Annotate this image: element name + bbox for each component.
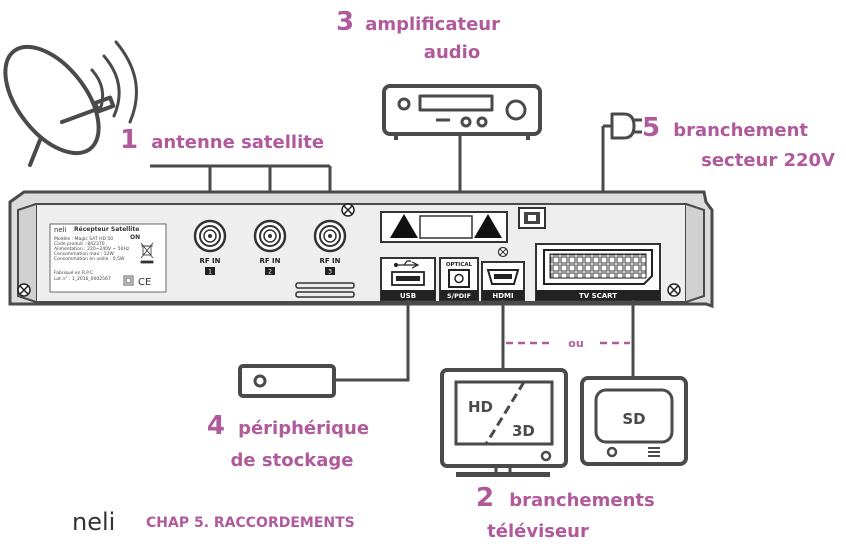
tv-sd-label: SD: [622, 410, 645, 428]
sd-television-icon: SD: [580, 376, 688, 466]
callout-storage: 4 périphérique: [207, 411, 369, 441]
tv-3d-label: 3D: [512, 422, 535, 440]
hdmi-label: HDMI: [492, 292, 513, 300]
usb-label: USB: [400, 292, 416, 300]
power-socket: [518, 207, 546, 229]
callout-audio: 3 amplificateur: [336, 7, 500, 37]
callout-power-number: 5: [642, 113, 660, 143]
callout-power: 5 branchement: [642, 113, 808, 143]
audio-amplifier-icon: [382, 84, 542, 140]
or-label: ou: [568, 337, 583, 350]
usb-cable: [334, 300, 410, 382]
satellite-dish-icon: [3, 40, 138, 167]
screw-icon: [17, 203, 681, 297]
callout-audio-line2: audio: [424, 42, 480, 63]
rf-in-number: 1: [208, 269, 212, 276]
optical-label: OPTICAL: [446, 262, 473, 268]
footer-brand-logo: neli: [72, 508, 115, 536]
optical-port: OPTICAL S/PDIF: [439, 257, 479, 301]
sticker-on: ON: [130, 234, 140, 241]
callout-power-line1: branchement: [673, 120, 808, 141]
callout-storage-number: 4: [207, 411, 225, 441]
callout-antenna-text: antenne satellite: [151, 132, 324, 153]
spdif-label: S/PDIF: [447, 292, 471, 300]
bin-icon: [140, 242, 154, 264]
callout-tv-line1: branchements: [509, 490, 655, 511]
callout-tv-number: 2: [476, 483, 494, 513]
rf-in-label: RF IN: [259, 257, 280, 265]
hd-television-icon: HD 3D: [440, 368, 568, 477]
rf-in-port: RF IN 1: [193, 219, 227, 276]
rf-in-port: RF IN 2: [253, 219, 287, 276]
ce-mark-icon: CE: [138, 277, 151, 288]
sticker-line: Modèle : Magic SAT HD 50: [54, 235, 113, 242]
vent-slots: [295, 282, 355, 298]
sticker-title: Récepteur Satellite: [74, 226, 139, 233]
callout-tv-line2: téléviseur: [487, 521, 589, 542]
sticker-line: Code produit : 842370: [54, 241, 105, 247]
footer-chapter-title: CHAP 5. RACCORDEMENTS: [146, 515, 355, 531]
sticker-line: Consommation en veille : 0,5W: [54, 256, 125, 262]
sticker-lot: Lot n° : 1_2016_0002567: [54, 276, 111, 282]
usb-icon: [393, 260, 420, 269]
service-panel: [380, 211, 508, 243]
hdmi-port: HDMI: [481, 246, 525, 301]
rf-in-label: RF IN: [199, 257, 220, 265]
rf-in-number: 3: [328, 269, 332, 276]
usb-port: USB: [380, 257, 436, 301]
storage-device-icon: [238, 364, 336, 398]
callout-audio-number: 3: [336, 7, 354, 37]
sticker-made: Fabriqué en R.P.C.: [54, 269, 94, 276]
rf-in-port: RF IN 3: [313, 219, 347, 276]
power-plug-icon: [603, 112, 642, 140]
callout-tv: 2 branchements: [476, 483, 655, 513]
double-insulation-icon: [123, 275, 134, 286]
callout-antenna-number: 1: [120, 125, 138, 155]
callout-storage-line1: périphérique: [238, 418, 369, 439]
product-sticker: neli Récepteur Satellite ON Modèle : Mag…: [49, 223, 167, 293]
sticker-line: Alimentation : 220~240V ~ 50Hz: [54, 246, 130, 252]
callout-power-line2: secteur 220V: [701, 150, 835, 171]
rf-in-label: RF IN: [319, 257, 340, 265]
scart-label: TV SCART: [579, 292, 617, 300]
sticker-line: Consommation max : 12W: [54, 251, 114, 257]
callout-storage-line2: de stockage: [231, 450, 354, 471]
scart-port: TV SCART: [535, 243, 661, 301]
rf-in-number: 2: [268, 269, 272, 276]
callout-audio-line1: amplificateur: [365, 14, 500, 35]
sticker-brand: neli: [54, 226, 67, 234]
tv-hd-label: HD: [468, 398, 493, 416]
callout-antenna: 1 antenne satellite: [120, 125, 324, 155]
